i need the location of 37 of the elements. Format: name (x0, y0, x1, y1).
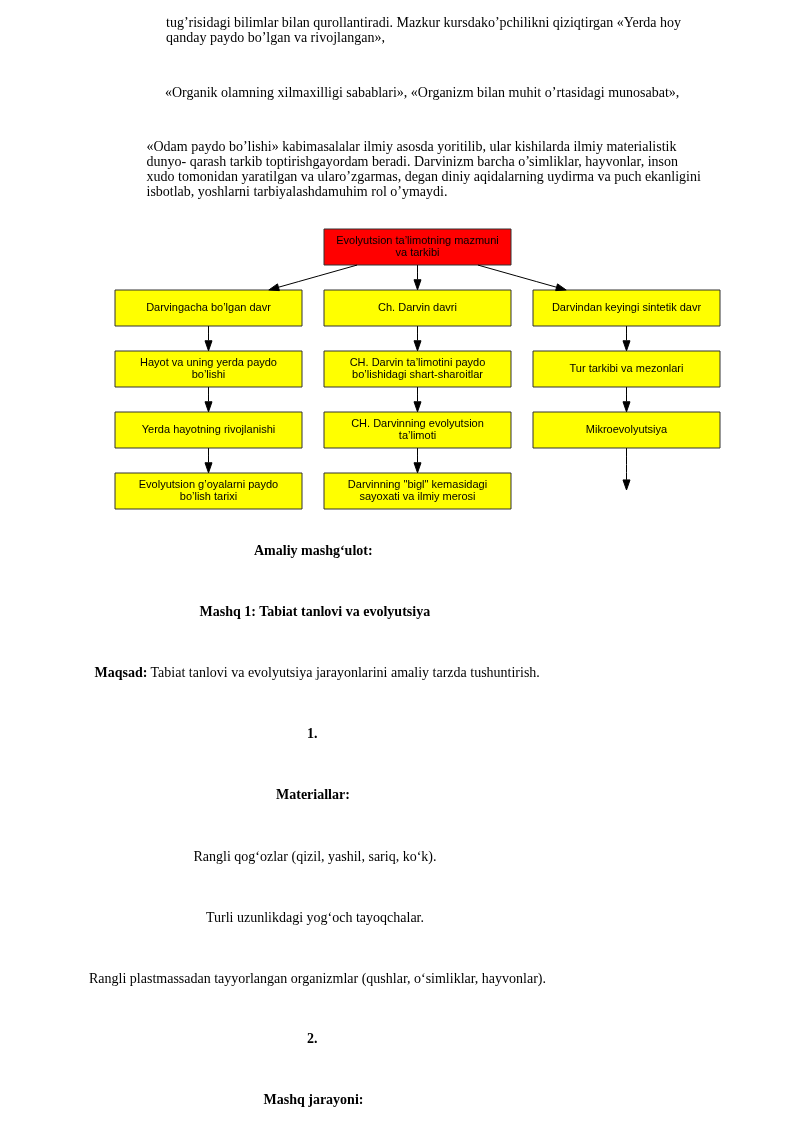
arrow (476, 264, 567, 292)
node-box: Darvinning "bigl" kemasidagi sayoxati va ilmiy merosi (323, 472, 511, 510)
label: tug’risidagi bilimlar bilan qurollantiradi. Mazkur kursdako’pchilikni qiziqtirgan «Yerda hoy qanday paydo bo’lgan va rivojlangan», (165, 15, 681, 46)
label: Rangli qog‘ozlar (qizil, yashil, sariq, ko‘k). (193, 848, 436, 864)
label: Amaliy mashg‘ulot: (253, 542, 373, 558)
arrow (622, 447, 630, 491)
node-box: CH. Darvin ta’limotini paydo bo’lishidagi shart-sharoitlar (323, 350, 511, 388)
node-box: Hayot va uning yerda paydo bo’lishi (114, 350, 302, 388)
label: Mashq 1: Tabiat tanlovi va evolyutsiya (199, 603, 430, 619)
node-box: Evolyutsion g’oyalarni paydo bo’lish tarixi (114, 472, 302, 510)
arrow (413, 325, 421, 352)
node-box: Darvingacha bo’lgan davr (114, 289, 302, 327)
arrow (413, 264, 421, 291)
arrow (267, 264, 358, 292)
arrow (413, 447, 421, 474)
arrow (204, 447, 212, 474)
label: 2. (306, 1030, 317, 1046)
node-box: Tur tarkibi va mezonlari (532, 350, 720, 388)
label: Maqsad: Tabiat tanlovi va evolyutsiya jarayonlarini amaliy tarzda tushuntirish. (94, 664, 540, 680)
arrow (204, 386, 212, 413)
arrow (622, 325, 630, 352)
node-box: CH. Darvinning evolyutsion ta’limoti (323, 411, 511, 449)
label: «Odam paydo bo’lishi» kabimasalalar ilmiy asosda yoritilib, ular kishilarda ilmiy materialistik dunyo- qarash tarkib toptirishgayordam beradi. Darvinizm barcha o’simliklar, hayvonlar, inson xudo tomonidan yaratilgan va ularo’zgarmas, degan diniy aqidalarning uydirma va puch ekanligini isbotlab, yoshlarni tarbiyalashdamuhim rol o’ymaydi. (146, 139, 701, 200)
node-box: Evolyutsion ta’limotning mazmuni va tarkibi (323, 228, 511, 266)
label: 1. (306, 725, 317, 741)
label: Mashq jarayoni: (263, 1091, 363, 1107)
label: Turli uzunlikdagi yog‘och tayoqchalar. (205, 909, 424, 925)
label: Rangli plastmassadan tayyorlangan organizmlar (qushlar, o‘simliklar, hayvonlar). (88, 970, 546, 986)
node-box: Darvindan keyingi sintetik davr (532, 289, 720, 327)
node-box: Ch. Darvin davri (323, 289, 511, 327)
node-box: Yerda hayotning rivojlanishi (114, 411, 302, 449)
arrow (204, 325, 212, 352)
node-box: Mikroevolyutsiya (532, 411, 720, 449)
arrow (413, 386, 421, 413)
label: «Organik olamning xilmaxilligi sabablari», «Organizm bilan muhit o’rtasidagi munosabat», (164, 84, 679, 100)
label: Materiallar: (275, 786, 350, 802)
arrow (622, 386, 630, 413)
